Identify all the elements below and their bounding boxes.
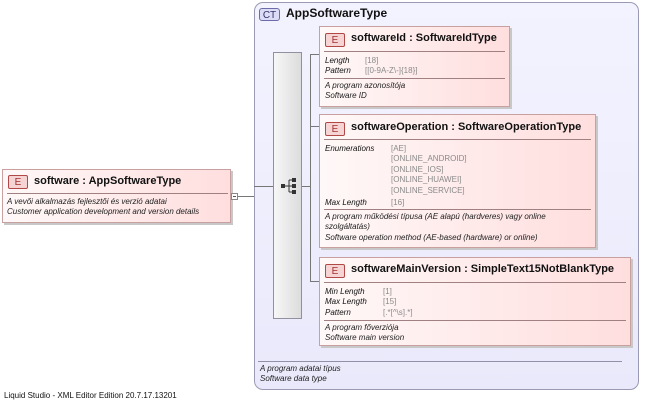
connector-line (310, 281, 319, 282)
prop-name: Length (325, 56, 350, 65)
connector-line (310, 54, 311, 281)
divider (258, 361, 622, 362)
complex-type-doc: A program adatai típus Software data typ… (260, 364, 341, 384)
connector-line (310, 54, 319, 55)
complex-type-doc-line-1: A program adatai típus (260, 364, 341, 373)
prop-value: [16] (391, 198, 405, 207)
divider (7, 193, 228, 194)
prop-value: [.*[^\s].*] (383, 308, 413, 317)
doc-line: A program működési típusa (AE alapú (har… (325, 212, 546, 221)
prop-name: Max Length (325, 198, 367, 207)
element-box-software-main-version[interactable]: E softwareMainVersion : SimpleText15NotB… (319, 257, 631, 346)
element-badge: E (325, 122, 345, 136)
element-title: softwareOperation : SoftwareOperationTyp… (351, 121, 582, 133)
prop-name: Min Length (325, 287, 365, 296)
connector-line (302, 186, 310, 187)
prop-value: [ONLINE_HUAWEI] (391, 175, 462, 184)
element-box-software-id[interactable]: E softwareId : SoftwareIdType Length [18… (319, 26, 510, 107)
element-title: softwareMainVersion : SimpleText15NotBla… (351, 263, 615, 275)
prop-value: [ONLINE_IOS] (391, 165, 444, 174)
element-box-software-operation[interactable]: E softwareOperation : SoftwareOperationT… (319, 114, 596, 248)
root-element-box[interactable]: E software : AppSoftwareType A vevői alk… (2, 169, 231, 223)
prop-name: Pattern (325, 308, 351, 317)
prop-name: Enumerations (325, 144, 375, 153)
doc-line: A program főverziója (325, 323, 399, 332)
doc-line: Software ID (325, 91, 367, 100)
doc-line: Software operation method (AE-based (har… (325, 233, 538, 242)
divider (324, 78, 505, 79)
root-doc-line-2: Customer application development and ver… (7, 207, 200, 216)
element-title: softwareId : SoftwareIdType (351, 32, 497, 44)
divider (324, 282, 626, 283)
divider (324, 51, 505, 52)
footer-credit: Liquid Studio - XML Editor Edition 20.7.… (4, 391, 177, 400)
collapse-toggle[interactable] (231, 193, 238, 200)
element-badge: E (325, 33, 345, 47)
divider (324, 320, 626, 321)
complex-type-doc-line-2: Software data type (260, 374, 327, 383)
prop-value: [ONLINE_ANDROID] (391, 154, 467, 163)
prop-value: [AE] (391, 144, 407, 153)
prop-name: Pattern (325, 66, 351, 75)
sequence-icon (281, 178, 296, 194)
prop-value: [1] (383, 287, 392, 296)
doc-line: A program azonosítója (325, 81, 406, 90)
complex-type-title: AppSoftwareType (286, 6, 388, 20)
prop-value: [18] (365, 56, 379, 65)
doc-line: Software main version (325, 333, 405, 342)
doc-line: szolgáltatás) (325, 222, 370, 231)
divider (324, 209, 591, 210)
complex-type-badge: CT (259, 8, 280, 21)
connector-line (238, 196, 254, 197)
prop-name: Max Length (325, 297, 367, 306)
element-badge: E (325, 264, 345, 278)
prop-value: [[0-9A-Z\-]{18}] (365, 66, 418, 75)
element-badge: E (8, 175, 28, 189)
prop-value: [ONLINE_SERVICE] (391, 186, 465, 195)
root-element-title: software : AppSoftwareType (34, 175, 182, 187)
connector-line (254, 186, 273, 187)
divider (324, 139, 591, 140)
root-doc-line-1: A vevői alkalmazás fejlesztői és verzió … (7, 197, 167, 206)
connector-line (310, 126, 319, 127)
prop-value: [15] (383, 297, 397, 306)
